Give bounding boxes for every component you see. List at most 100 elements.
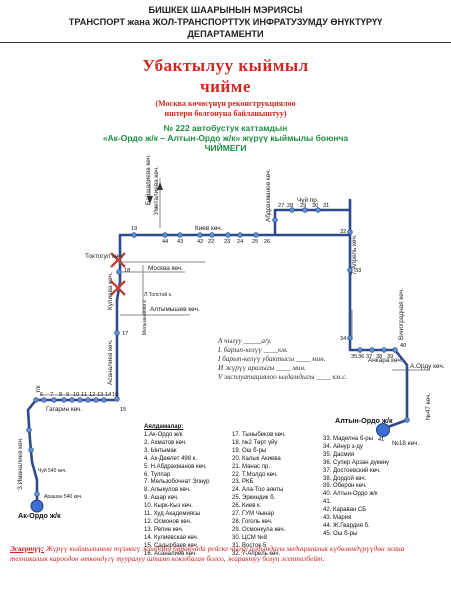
street-kieva: Киев көч. (195, 225, 223, 232)
stop-item: 25. Эркиндик б. (232, 495, 276, 502)
subtitle-line2: иштери болгонуна байланыштуу) (164, 109, 287, 118)
stop-item: 17. Тыныбеков көч. (232, 432, 286, 438)
closure-marks (110, 252, 126, 296)
arrow-down-icon (147, 196, 153, 204)
stop-item: 44. Ж.Гвардия б. (323, 522, 370, 529)
stop-num-27: 27 (278, 203, 284, 209)
stops-col2: 17. Тыныбеков көч. 18. №2 Төрт үйү 19. О… (232, 432, 286, 559)
route-line3: ЧИЙМЕГИ (204, 143, 247, 153)
stop-item: 27. ГУМ Чынар (232, 511, 275, 518)
stop-num-13: 13 (97, 392, 103, 398)
stop-num-34: 34 (340, 336, 346, 342)
stop-item: 43. Мария (323, 515, 352, 522)
street-umetalieva: Уметалиева көч. (153, 166, 160, 215)
stop-num-7: 7 (50, 392, 53, 398)
stop-item: 38. Дордой көч. (323, 475, 367, 482)
street-vinogradnaya: Виноградная көч. (398, 288, 405, 340)
stop-item: 15. Садырбаев көч. (144, 542, 199, 549)
stop-item: 16. Асаналиев көч. (144, 550, 197, 557)
route-line-top (273, 208, 350, 235)
stop-num-14: 14 (105, 392, 111, 398)
stop-num-8: 8 (59, 392, 62, 398)
stop-num-42: 42 (197, 239, 203, 245)
street-l-tolstoy: Л.Толстой к. (144, 291, 172, 298)
street-imanalieva: З.Иманалиев көч. (17, 437, 24, 490)
stop-item: 12. Осмонов көч. (144, 518, 192, 525)
stop-item: 29. Осмонкула көч. (232, 526, 286, 533)
stop-item: 2. Ахматов көч. (144, 439, 187, 446)
stop-num-41: 41 (378, 437, 384, 443)
street-n47: №47 көч. (425, 393, 432, 420)
street-chuy-540: Чуй 540 көч. (38, 467, 67, 474)
street-abdrakhmanova: Абдрахманов көч. (264, 168, 272, 222)
title-line2: чийме (200, 77, 251, 96)
route-map: Байшалиева көч. Уметалиева көч. Киев көч… (17, 154, 445, 520)
stop-num-16: 16 (112, 392, 118, 398)
stop-num-12: 12 (89, 392, 95, 398)
stop-item: 37. Достоевский көч. (323, 467, 381, 474)
stop-num-32: 32 (340, 229, 346, 235)
street-tk: т/к (35, 385, 42, 393)
stop-num-22: 22 (208, 239, 214, 245)
terminal-altyn-ordo-label: Алтын-Ордо ж/к (335, 416, 393, 425)
stop-item: 13. Репин көч. (144, 526, 184, 533)
stop-num-29: 29 (300, 203, 306, 209)
param-interval: И жүрүү аралыгы ____ мин. (218, 364, 306, 372)
stop-num-38: 38 (376, 354, 382, 360)
street-asanalieva: Асаналиев көч. (107, 339, 114, 385)
stop-num-11: 11 (81, 392, 87, 398)
stops-heading: Аялдамалар: (144, 424, 184, 430)
stop-num-33: 33 (355, 268, 361, 274)
header-line1: БИШКЕК ШААРЫНЫН МЭРИЯСЫ (148, 5, 303, 15)
stop-item: 5. Н.Абдрахманов көч. (144, 463, 207, 470)
terminal-altyn-ordo-marker (376, 423, 390, 437)
header-divider (0, 42, 451, 43)
street-chuy: Чуй пр. (297, 196, 319, 204)
street-ankara: Анкара көч. (368, 357, 403, 364)
stop-item: 8. Алыкулов көч. (144, 487, 191, 494)
stop-item: 30. ЦСМ №8 (232, 534, 268, 541)
stop-item: 7. Мельзобочнат Элнур (144, 479, 210, 486)
terminal-ak-ordo-marker (30, 499, 44, 513)
direction-arrows (147, 182, 163, 204)
stop-num-35: 35 (351, 354, 357, 360)
param-vehicles: А чыгуу _____а/у. (218, 337, 272, 345)
stop-item: 31. Восток-5 (232, 542, 267, 549)
stop-item: 42. Караван СБ (323, 507, 367, 514)
street-melzanaeva: Мельзанаева к. (142, 299, 148, 335)
stop-item: 45. Ош б-ры (323, 530, 358, 537)
street-moskva: Москва көч. (148, 265, 183, 272)
stop-item: 9. Ашар көч. (144, 495, 179, 502)
street-n18: №18 көч. (392, 440, 419, 447)
stop-item: 34. Айнур з-ду (323, 443, 363, 450)
stop-item: 1.Ак-Ордо ж/к (144, 432, 183, 438)
stop-num-19: 19 (131, 226, 137, 232)
terminal-ak-ordo-label: Ак-Ордо ж/к (18, 511, 61, 520)
param-round-trip-time: I барып-келүү убактысы ____ мин. (218, 355, 326, 363)
stop-item: 23. РКБ (232, 479, 254, 486)
header-line2: ТРАНСПОРТ жана ЖОЛ-ТРАНСПОРТТУК ИНФРАТУЗ… (68, 17, 383, 27)
stop-num-39: 39 (387, 354, 393, 360)
stop-num-15: 15 (120, 407, 126, 413)
stop-item: 28. Гоголь көч. (232, 518, 273, 525)
street-toktogul: Токтогул көч. (85, 253, 124, 260)
street-arashan-540: Арашан 540 көч. (44, 494, 83, 500)
stop-num-43: 43 (177, 239, 183, 245)
header-line3: ДЕПАРТАМЕНТИ (187, 29, 264, 39)
stop-num-9: 9 (66, 392, 69, 398)
street-altymysheva: Алтымышев көч. (150, 306, 200, 313)
stop-num-25: 25 (252, 239, 258, 245)
footnote-label: Эскертүү: (10, 544, 45, 553)
stop-item: 36. Супер Арзан дүкөнү (323, 459, 390, 466)
stop-num-24: 24 (237, 239, 243, 245)
stop-num-31: 31 (323, 203, 329, 209)
stop-item: 4. Ак-Деөлет 498 к. (144, 455, 198, 462)
stop-num-17: 17 (122, 331, 128, 337)
street-kulieva: Кулиева көч. (107, 272, 114, 310)
stop-numbers: 6 7 8 9 10 11 12 13 14 15 16 17 18 19 44… (40, 203, 406, 443)
stop-item: 35. Дасмия (323, 451, 355, 458)
stop-item: 11. Худ Академиясы (144, 511, 201, 518)
stop-item: 21. Манас пр. (232, 463, 270, 470)
stop-item: 39. Оберон көч. (323, 483, 367, 490)
param-distance: L барып-келүү ____км. (218, 346, 288, 354)
